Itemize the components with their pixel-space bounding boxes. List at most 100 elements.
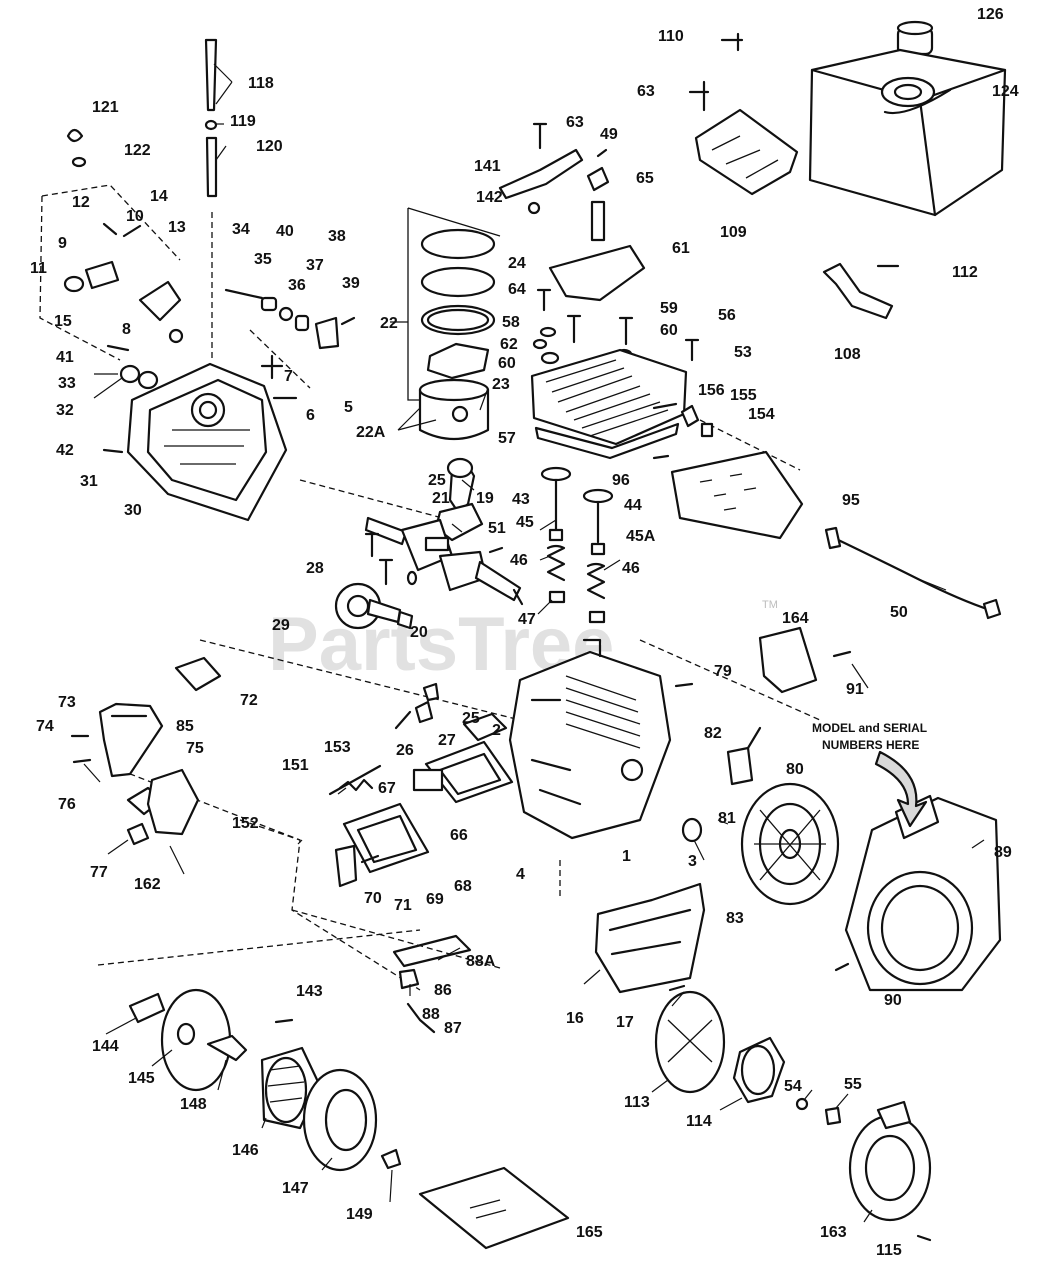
part-label: 35 bbox=[254, 251, 272, 268]
part-label: 32 bbox=[56, 402, 74, 419]
part-label: 17 bbox=[616, 1014, 634, 1031]
part-label: 54 bbox=[784, 1078, 802, 1095]
part-label: 58 bbox=[502, 314, 520, 331]
camshaft-gear bbox=[334, 532, 418, 630]
part-label: 33 bbox=[58, 375, 76, 392]
part-label: 89 bbox=[994, 844, 1012, 861]
part-label: 76 bbox=[58, 796, 76, 813]
part-label: 83 bbox=[726, 910, 744, 927]
part-shapes bbox=[63, 20, 1007, 1250]
part-label: 46 bbox=[510, 552, 528, 569]
part-label: 43 bbox=[512, 491, 530, 508]
part-label: 34 bbox=[232, 221, 250, 238]
breather-group bbox=[334, 712, 514, 888]
part-label: 154 bbox=[748, 406, 775, 423]
dipstick bbox=[204, 38, 218, 198]
assembly-lines bbox=[39, 184, 821, 991]
part-label: 5 bbox=[344, 399, 353, 416]
air-cleaner-group bbox=[128, 988, 402, 1172]
part-label: 149 bbox=[346, 1206, 373, 1223]
leader-lines bbox=[83, 63, 985, 1223]
part-label: 110 bbox=[658, 28, 684, 45]
part-label: 9 bbox=[58, 235, 67, 252]
arrow bbox=[874, 750, 928, 828]
part-labels: 126 110 63 124 118 119 121 122 120 63 49… bbox=[30, 6, 1019, 1259]
piston-rings bbox=[420, 228, 496, 380]
part-label: 146 bbox=[232, 1142, 259, 1159]
part-label: 87 bbox=[444, 1020, 462, 1037]
part-label: 120 bbox=[256, 138, 283, 155]
part-label: 67 bbox=[378, 780, 396, 797]
carburetor-group bbox=[70, 702, 200, 846]
part-label: 119 bbox=[230, 113, 256, 130]
part-label: 80 bbox=[786, 761, 804, 778]
part-label: 25 bbox=[428, 472, 446, 489]
part-label: 86 bbox=[434, 982, 452, 999]
part-label: 88 bbox=[422, 1006, 440, 1023]
note-line-1: MODEL and SERIAL bbox=[812, 721, 927, 735]
part-label: 37 bbox=[306, 257, 324, 274]
fuel-cap bbox=[896, 20, 934, 56]
part-label: 118 bbox=[248, 75, 274, 92]
part-label: 13 bbox=[168, 219, 186, 236]
part-label: 38 bbox=[328, 228, 346, 245]
part-label: 68 bbox=[454, 878, 472, 895]
part-label: 81 bbox=[718, 810, 736, 827]
part-label: 77 bbox=[90, 864, 108, 881]
part-label: 16 bbox=[566, 1010, 584, 1027]
part-label: 66 bbox=[450, 827, 468, 844]
part-label: 56 bbox=[718, 307, 736, 324]
part-label: 71 bbox=[394, 897, 412, 914]
part-label: 36 bbox=[288, 277, 306, 294]
part-label: 51 bbox=[488, 520, 506, 537]
part-label: 31 bbox=[80, 473, 98, 490]
piston bbox=[418, 378, 490, 440]
part-label: 151 bbox=[282, 757, 309, 774]
part-label: 26 bbox=[396, 742, 414, 759]
part-label: 147 bbox=[282, 1180, 309, 1197]
part-label: 112 bbox=[952, 264, 978, 281]
part-label: 79 bbox=[714, 663, 732, 680]
part-label: 108 bbox=[834, 346, 861, 363]
part-label: 148 bbox=[180, 1096, 207, 1113]
part-label: 61 bbox=[672, 240, 690, 257]
part-label: 23 bbox=[492, 376, 510, 393]
fuel-tank bbox=[808, 48, 1007, 217]
part-label: 14 bbox=[150, 188, 168, 205]
part-label: 163 bbox=[820, 1224, 847, 1241]
part-label: 42 bbox=[56, 442, 74, 459]
part-label: 30 bbox=[124, 502, 142, 519]
part-label: 47 bbox=[518, 611, 536, 628]
part-label: 145 bbox=[128, 1070, 155, 1087]
part-label: 162 bbox=[134, 876, 161, 893]
part-label: 4 bbox=[516, 866, 525, 883]
part-label: 46 bbox=[622, 560, 640, 577]
part-label: 122 bbox=[124, 142, 151, 159]
part-label: 164 bbox=[782, 610, 809, 627]
part-label: 21 bbox=[432, 490, 450, 507]
part-label: 114 bbox=[686, 1113, 712, 1130]
part-label: 45A bbox=[626, 528, 656, 545]
part-label: 2 bbox=[492, 722, 501, 739]
part-label: 59 bbox=[660, 300, 678, 317]
crankshaft bbox=[364, 516, 524, 606]
part-label: 60 bbox=[498, 355, 516, 372]
part-label: 44 bbox=[624, 497, 642, 514]
part-label: 57 bbox=[498, 430, 516, 447]
part-label: 96 bbox=[612, 472, 630, 489]
part-label: 72 bbox=[240, 692, 258, 709]
part-label: 142 bbox=[476, 189, 503, 206]
flywheel bbox=[740, 782, 840, 906]
part-label: 70 bbox=[364, 890, 382, 907]
crankcase-cover bbox=[102, 344, 288, 522]
part-label: 39 bbox=[342, 275, 360, 292]
bolts-top bbox=[532, 32, 744, 150]
part-label: 155 bbox=[730, 387, 757, 404]
part-label: 60 bbox=[660, 322, 678, 339]
model-serial-note: MODEL and SERIAL NUMBERS HERE bbox=[812, 721, 927, 752]
part-label: 115 bbox=[876, 1242, 902, 1259]
part-label: 85 bbox=[176, 718, 194, 735]
part-label: 22A bbox=[356, 424, 386, 441]
part-label: 10 bbox=[126, 208, 144, 225]
part-label: 91 bbox=[846, 681, 864, 698]
